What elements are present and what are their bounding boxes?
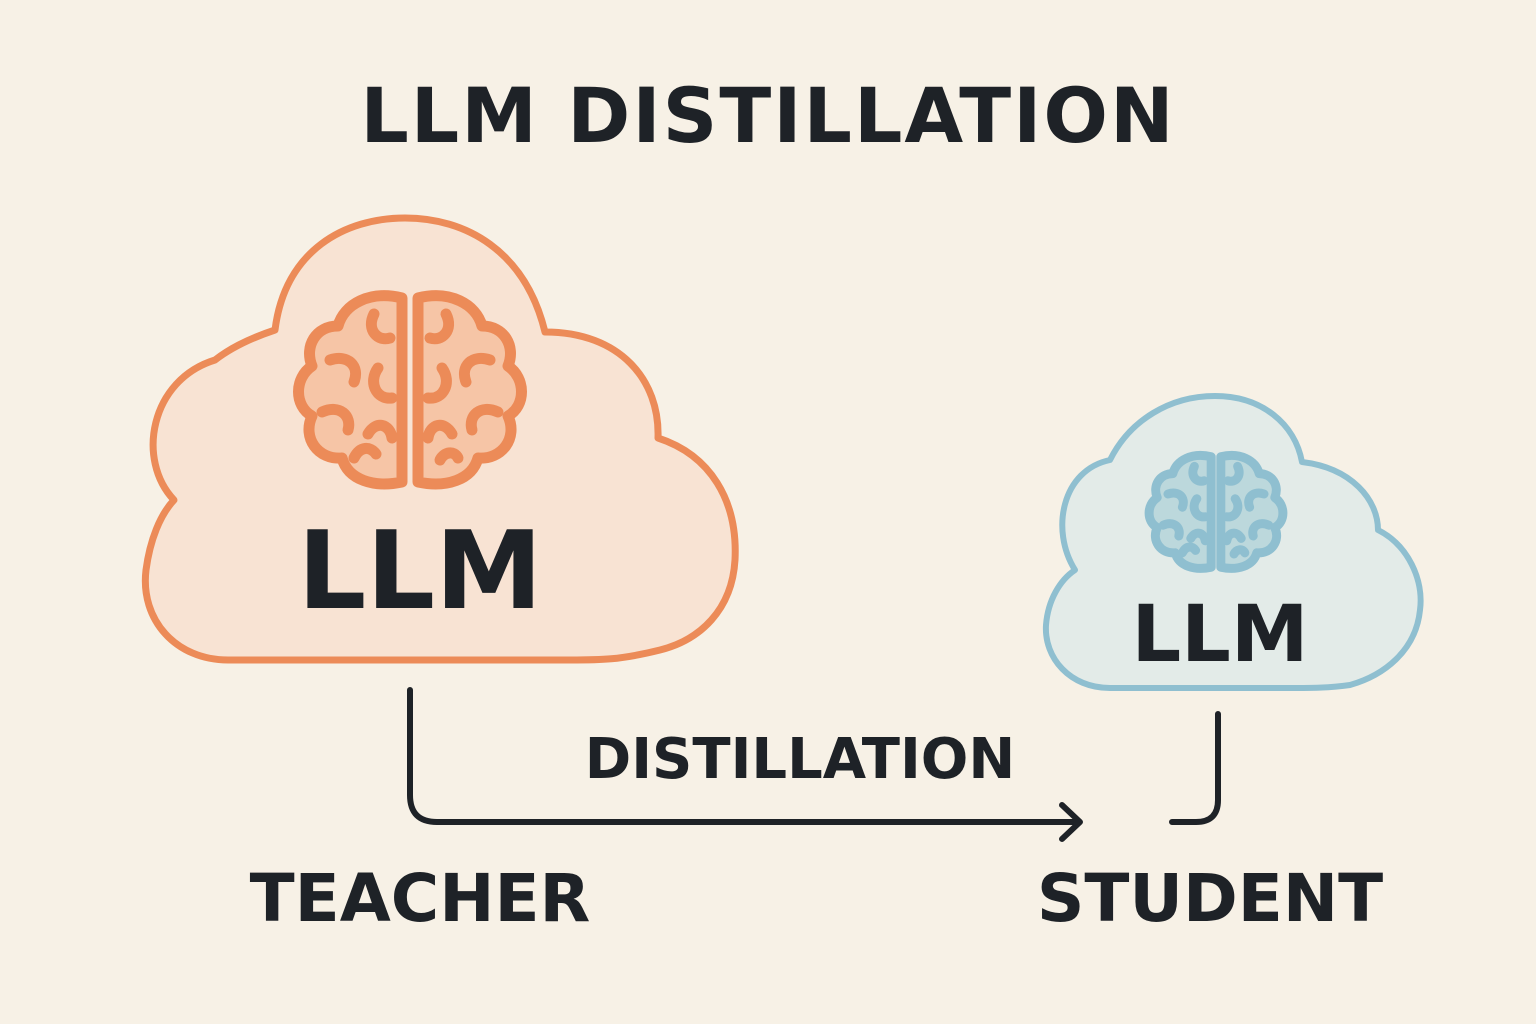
arrowhead xyxy=(1059,802,1083,842)
page-title: LLM DISTILLATION xyxy=(360,71,1176,160)
student-connector xyxy=(1169,711,1221,825)
student-llm-text: LLM xyxy=(1131,590,1309,680)
teacher-label: TEACHER xyxy=(249,860,591,937)
distillation-label: DISTILLATION xyxy=(584,727,1016,792)
distillation-arrow xyxy=(407,687,1079,825)
teacher-llm-text: LLM xyxy=(297,509,543,634)
student-label: STUDENT xyxy=(1036,860,1384,937)
